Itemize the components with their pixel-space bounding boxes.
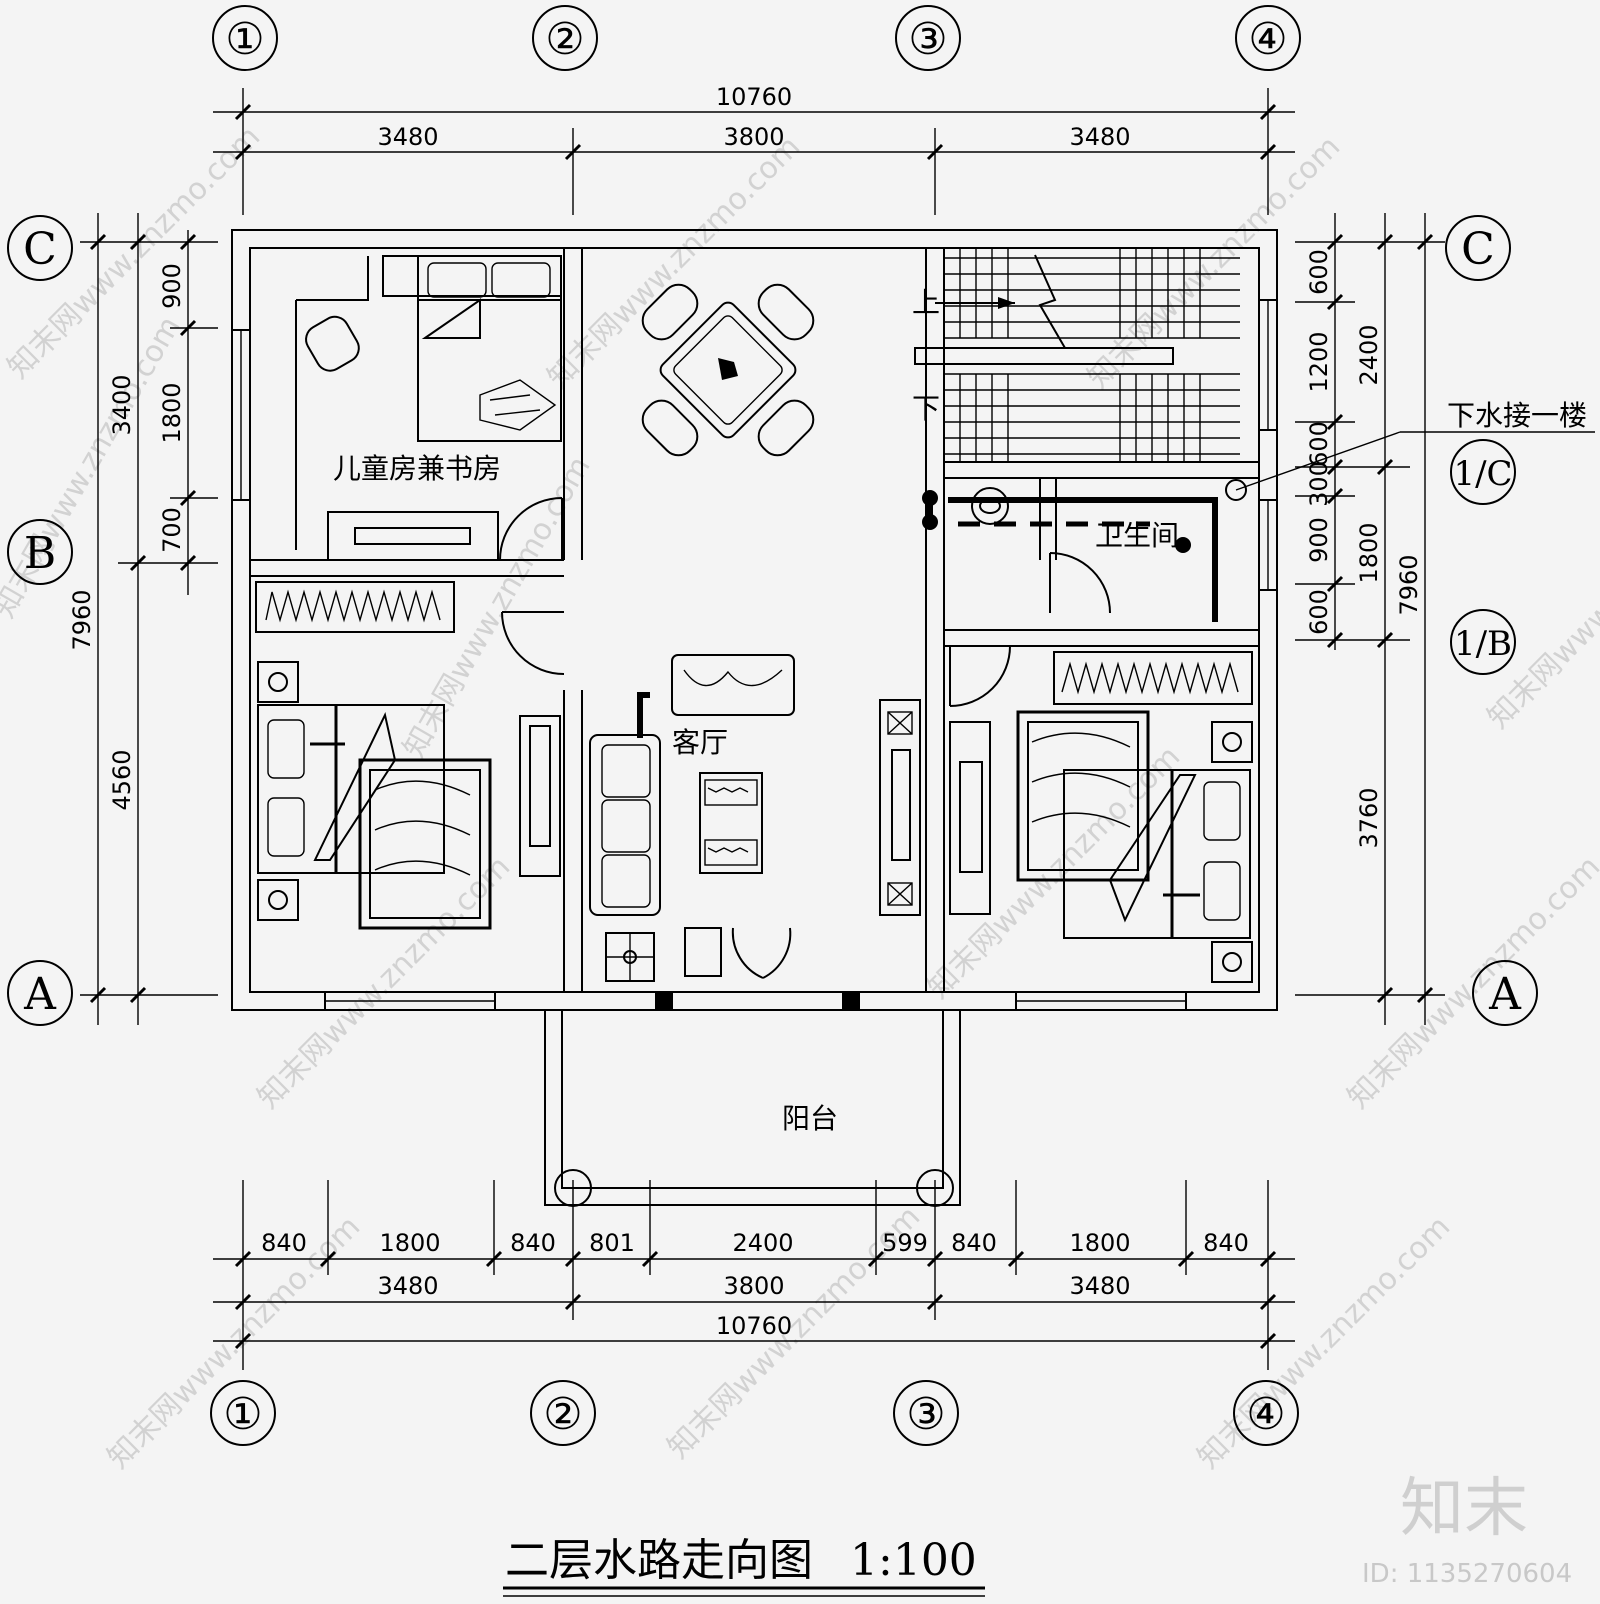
dim-bottom-detail: 1800 <box>379 1229 440 1257</box>
axis-bubble-4-bottom: ④ <box>1233 1380 1299 1446</box>
dim-bottom-detail: 840 <box>510 1229 556 1257</box>
dim-bottom-detail: 2400 <box>732 1229 793 1257</box>
svg-text:1/B: 1/B <box>1454 624 1512 664</box>
axis-bubble-4-top: ④ <box>1235 5 1301 71</box>
dining-table <box>641 283 815 457</box>
dim-bottom-part: 3480 <box>1069 1272 1130 1300</box>
dim-bottom-part: 3480 <box>377 1272 438 1300</box>
dim-right-inner: 1200 <box>1305 331 1333 392</box>
dim-top-part: 3800 <box>723 123 784 151</box>
dim-right-inner: 600 <box>1305 589 1333 635</box>
dim-bottom-detail: 1800 <box>1069 1229 1130 1257</box>
dim-right-outer: 7960 <box>1395 554 1423 615</box>
svg-text:④: ④ <box>1246 1389 1285 1440</box>
svg-text:①: ① <box>223 1389 262 1440</box>
watermark: 知末网www.znzmo.com <box>541 129 807 395</box>
stair-down-label: 下 <box>912 392 940 425</box>
dim-left-mid: 4560 <box>108 749 136 810</box>
balcony: 阳台 <box>544 1010 961 1207</box>
doors <box>499 497 1111 979</box>
svg-text:①: ① <box>225 14 264 65</box>
dim-right-inner: 600 <box>1305 421 1333 467</box>
stair-up-label: 上 <box>912 286 940 319</box>
svg-text:③: ③ <box>906 1389 945 1440</box>
room-label-balcony: 阳台 <box>782 1102 838 1135</box>
room-label-living: 客厅 <box>672 726 728 759</box>
svg-text:1/C: 1/C <box>1453 454 1512 494</box>
dim-top-part: 3480 <box>377 123 438 151</box>
top-dimensions: 10760 3480 3800 3480 <box>213 83 1295 215</box>
axis-bubble-1b-right: 1/B <box>1450 609 1516 675</box>
axis-bubble-c-left: C <box>7 215 73 281</box>
dim-right-mid: 1800 <box>1355 522 1383 583</box>
axis-bubble-b-left: B <box>7 519 73 585</box>
title-scale: 1:100 <box>850 1535 977 1586</box>
drain-note: 下水接一楼 <box>1447 399 1587 432</box>
dim-top-total: 10760 <box>716 83 792 111</box>
svg-text:C: C <box>1461 224 1495 275</box>
children-study-furniture: 儿童房兼书房 <box>295 255 562 561</box>
svg-text:A: A <box>23 969 57 1020</box>
dim-bottom-detail: 840 <box>261 1229 307 1257</box>
axis-bubble-2-bottom: ② <box>530 1380 596 1446</box>
dim-top-part: 3480 <box>1069 123 1130 151</box>
bottom-dimensions: 840 1800 840 801 2400 599 840 1800 840 3… <box>213 1180 1295 1370</box>
svg-text:B: B <box>24 528 56 579</box>
dim-bottom-detail: 801 <box>589 1229 635 1257</box>
id-label: ID: 1135270604 <box>1362 1559 1572 1589</box>
svg-text:C: C <box>23 224 57 275</box>
dim-left-mid: 3400 <box>108 374 136 435</box>
axis-bubble-a-left: A <box>7 960 73 1026</box>
axis-bubble-1-bottom: ① <box>210 1380 276 1446</box>
axis-bubble-a-right: A <box>1472 960 1538 1026</box>
axis-bubble-2-top: ② <box>532 5 598 71</box>
room-label-children-study: 儿童房兼书房 <box>333 452 501 485</box>
brand: 知末 ID: 1135270604 <box>1362 1472 1572 1589</box>
dim-bottom-detail: 840 <box>951 1229 997 1257</box>
axis-bubbles: ① ② ③ ④ ① ② ③ ④ C B A C 1/C 1/B A <box>7 5 1538 1446</box>
brand-logo: 知末 <box>1400 1472 1528 1546</box>
axis-bubble-1c-right: 1/C <box>1450 439 1516 505</box>
svg-text:A: A <box>1488 969 1522 1020</box>
dim-left-inner: 1800 <box>158 382 186 443</box>
living-room-furniture: 客厅 <box>589 654 921 982</box>
dim-right-inner: 300 <box>1305 461 1333 507</box>
axis-bubble-c-right: C <box>1445 215 1511 281</box>
dim-bottom-detail: 840 <box>1203 1229 1249 1257</box>
axis-bubble-3-bottom: ③ <box>893 1380 959 1446</box>
svg-text:②: ② <box>545 14 584 65</box>
dim-right-inner: 600 <box>1305 249 1333 295</box>
watermark: 知末网www.znzmo.com <box>1481 469 1600 735</box>
svg-text:④: ④ <box>1248 14 1287 65</box>
right-dimensions: 600 1200 600 300 900 600 2400 1800 3760 … <box>1295 213 1445 1025</box>
dim-left-inner: 900 <box>158 263 186 309</box>
svg-text:③: ③ <box>908 14 947 65</box>
watermark: 知末网www.znzmo.com <box>1341 849 1600 1115</box>
dim-bottom-total: 10760 <box>716 1312 792 1340</box>
right-bedroom-furniture <box>949 651 1253 983</box>
axis-bubble-1-top: ① <box>212 5 278 71</box>
dim-right-inner: 900 <box>1305 517 1333 563</box>
dim-bottom-part: 3800 <box>723 1272 784 1300</box>
dim-left-inner: 700 <box>158 507 186 553</box>
title-text: 二层水路走向图 <box>505 1535 813 1586</box>
stair: 上 下 <box>912 247 1260 463</box>
watermark: 知末网www.znzmo.com <box>251 849 517 1115</box>
drawing-title: 二层水路走向图 1:100 <box>503 1535 985 1597</box>
left-bedroom-furniture <box>255 581 561 930</box>
dim-right-mid: 2400 <box>1355 324 1383 385</box>
watermark: 知末网www.znzmo.com <box>397 451 598 764</box>
dim-right-mid: 3760 <box>1355 787 1383 848</box>
axis-bubble-3-top: ③ <box>895 5 961 71</box>
dim-bottom-detail: 599 <box>882 1229 928 1257</box>
svg-text:②: ② <box>543 1389 582 1440</box>
water-pipes: 下水接一楼 <box>922 399 1595 622</box>
dim-left-outer: 7960 <box>68 589 96 650</box>
left-dimensions: 7960 3400 4560 900 1800 700 <box>68 213 218 1025</box>
